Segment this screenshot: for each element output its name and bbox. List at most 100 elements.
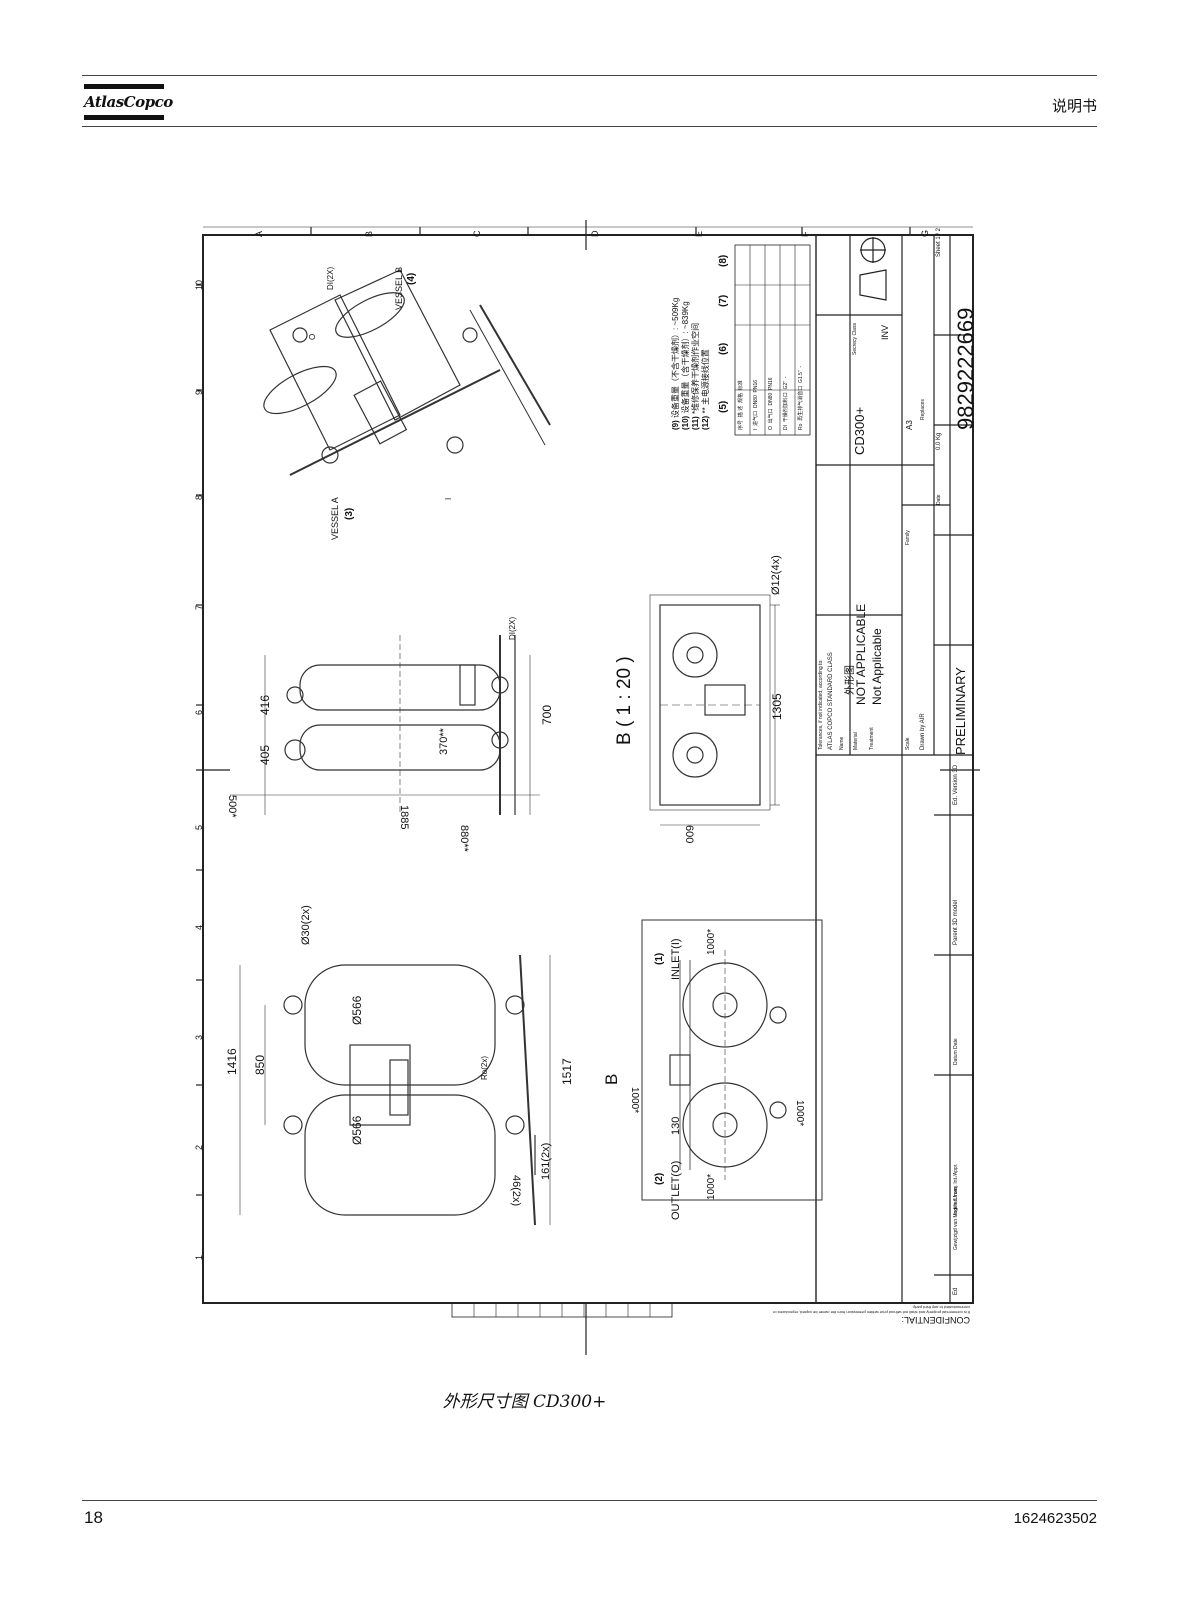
treatment-label: Treatment [869,727,875,750]
format-code: A3 [905,420,914,430]
ro-label: Ro(2x) [480,1055,489,1080]
material-label: Material [853,732,859,750]
atlas-copco-logo: AtlasCopco [84,84,173,120]
border-number: 9 [194,389,204,395]
border-number: 5 [194,824,204,830]
o-label: O [308,333,317,340]
dim-d12: Ø12(4x) [770,555,782,595]
drawing-number: 9829222669 [953,307,978,430]
dim-416: 416 [258,694,272,715]
document-number: 1624623502 [1013,1510,1097,1527]
standard-class: ATLAS COPCO STANDARD CLASS [828,652,834,750]
note-row: (12) ** 主电源接线位置 [701,349,710,430]
technical-drawing: A B C D E F G 1 2 3 4 5 6 7 8 9 10 VESSE… [170,215,1000,1375]
table-row: 序号 描 述 规格 标准 [738,380,744,430]
i-label: I [444,497,453,500]
dim-370: 370** [438,728,450,755]
parent-model-label: Parent 3D model [953,899,959,945]
dim-1305: 1305 [770,693,784,720]
border-letter: A [254,230,264,237]
table-header: (6) [718,342,729,355]
dim-880: 880** [458,825,470,852]
vessel-b-number: (4) [406,272,417,285]
border-number: 10 [194,279,204,290]
table-header: (8) [718,254,729,267]
border-number: 3 [194,1034,204,1040]
dim-700: 700 [540,704,554,725]
table-row: O 出气口 DN80 PN16 [768,377,774,430]
border-number: 7 [194,604,204,610]
di-side-label: DI(2X) [508,616,517,640]
border-number: 8 [194,494,204,500]
sheet-number: Sheet 1 / 2 [936,227,942,257]
outlet-label: OUTLET(O) [670,1160,682,1220]
border-letter: C [472,230,482,238]
version-label: Ed. Version 3D [953,764,959,805]
date-label: Date [936,494,942,505]
vessel-b-label: VESSEL B [394,266,404,310]
dim-1000-b: 1000* [629,1087,640,1114]
border-number: 6 [194,709,204,715]
dim-d566-a: Ø566 [350,995,364,1025]
ed-label: Ed [953,1287,959,1295]
inv-code: INV [880,324,890,340]
border-letter: D [590,230,600,238]
document-type: 说明书 [1051,98,1097,115]
b-arrow-label: B [602,1073,621,1085]
dim-405: 405 [258,744,272,765]
dim-161: 161(2x) [540,1142,552,1180]
border-letter: B [364,230,374,237]
border-letter: G [920,229,930,237]
dim-46: 46(2x) [510,1175,522,1207]
model-code: CD300+ [852,406,867,455]
material-value: NOT APPLICABLE [854,603,868,705]
replaces-label: Replaces [920,399,926,420]
table-row: DI 干燥剂加料口 G2" - [783,376,789,430]
header-rule-top [82,75,1097,76]
treatment-value: Not Applicable [870,628,884,705]
datum-label: Datum Date [953,1038,959,1065]
table-header: (7) [718,294,729,307]
border-letter: F [800,231,810,238]
dim-d30: Ø30(2x) [300,905,312,945]
di-label: DI(2X) [326,266,335,290]
figure-caption: 外形尺寸图 CD300+ [442,1392,607,1412]
dim-850: 850 [253,1054,267,1075]
status-preliminary: PRELIMINARY [953,667,968,755]
family-label: Family [905,530,911,545]
secrecy-class: Secrecy Class [852,323,858,355]
border-letter: E [694,230,704,237]
dim-1416: 1416 [225,1048,239,1075]
dim-d566-b: Ø566 [350,1115,364,1145]
table-header: (5) [718,400,729,413]
dim-1000-c: 1000* [794,1100,805,1127]
header-rule-bottom [82,126,1097,127]
table-row: Ro 再生排气消音口 G1.5" - [798,365,804,430]
drawing-frame [196,220,980,1355]
dim-1000-d: 1000* [706,1173,717,1200]
border-number: 1 [194,1254,204,1260]
name-label: Name [839,736,845,750]
confidential-label: CONFIDENTIAL: [901,1315,970,1325]
dim-1000-a: 1000* [706,928,717,955]
confidential-text: It is commercial property and shall not … [773,1305,970,1315]
border-number: 4 [194,924,204,930]
dim-500: 500* [226,795,238,818]
footer-rule [82,1500,1097,1501]
dim-600: 600 [683,825,695,844]
weight-value: 0.0 Kg [936,432,942,450]
scale-label: Scale [905,737,911,750]
tolerance-note: Tolerances, if not indicated, according … [818,659,824,750]
inlet-label: INLET(I) [670,938,682,980]
table-row: I 进气口 DN80 PN16 [753,379,759,430]
section-label: B ( 1 : 20 ) [614,656,635,745]
dim-130: 130 [670,1116,682,1135]
page-number: 18 [84,1508,103,1527]
inlet-number: (1) [654,952,665,965]
dim-1517: 1517 [560,1058,574,1085]
modified-from-label: Gewijzigd van Modified from [953,1187,959,1250]
vessel-a-label: VESSEL A [330,497,340,540]
drawn-by: Drawn by AIR [920,713,926,750]
dim-1885: 1885 [398,805,410,830]
border-number: 2 [194,1144,204,1150]
